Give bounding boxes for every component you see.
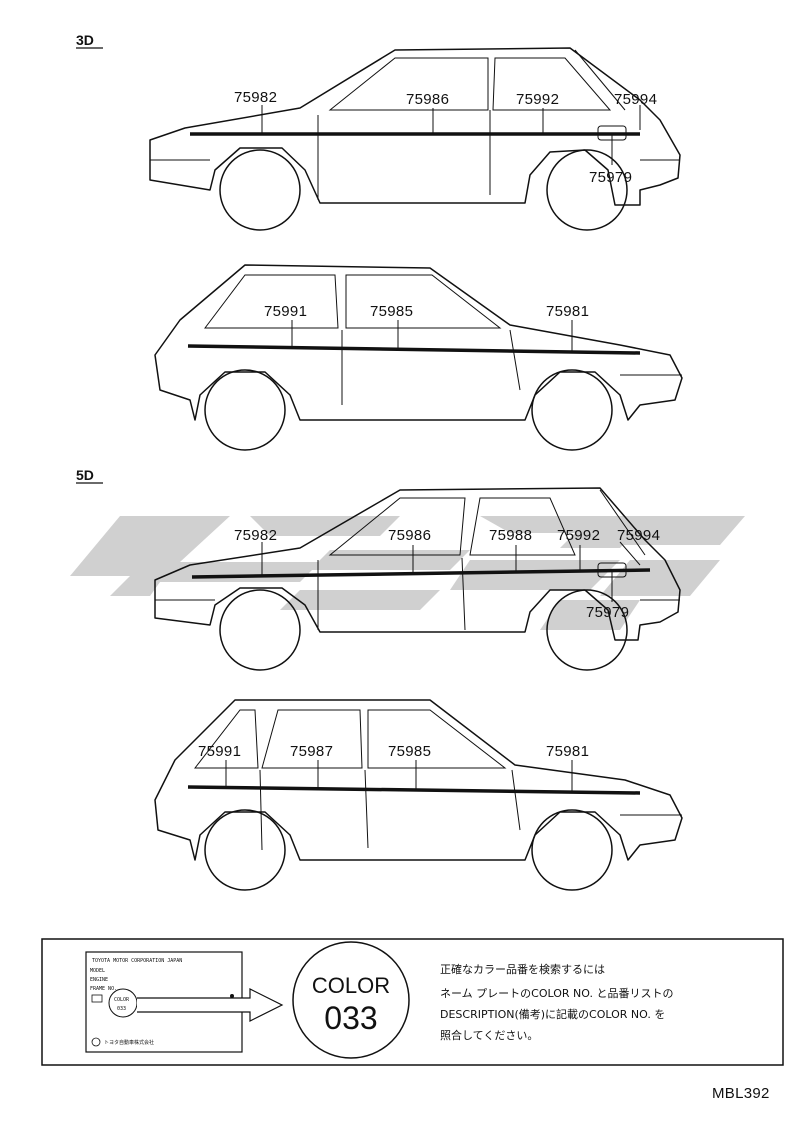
instruction-line-4: 照合してください。: [440, 1028, 538, 1042]
part-3d-left-4: 75979: [589, 169, 632, 186]
plate-row-engine: ENGINE: [90, 977, 108, 983]
part-5d-left-3: 75992: [557, 527, 600, 544]
part-3d-right-1: 75985: [370, 303, 413, 320]
instruction-line-2: ネーム プレートのCOLOR NO. と品番リストの: [440, 987, 673, 1000]
plate-header: TOYOTA MOTOR CORPORATION JAPAN: [92, 958, 182, 964]
part-3d-left-0: 75982: [234, 89, 277, 106]
section-label-3d: 3D: [76, 32, 94, 48]
instruction-line-3: DESCRIPTION(備考)に記載のCOLOR NO. を: [440, 1007, 665, 1021]
plate-row-model: MODEL: [90, 968, 105, 974]
plate-color-code: 033: [117, 1006, 126, 1012]
section-label-5d: 5D: [76, 467, 94, 483]
part-5d-right-1: 75987: [290, 743, 333, 760]
part-5d-right-2: 75985: [388, 743, 431, 760]
color-code-callout: COLOR 033: [292, 941, 410, 1059]
car-5d-left-side: [154, 487, 681, 671]
figure-code: MBL392: [712, 1085, 770, 1102]
part-3d-right-0: 75991: [264, 303, 307, 320]
plate-footer: トヨタ自動車株式会社: [104, 1039, 154, 1046]
big-color-code: 033: [324, 1000, 377, 1036]
car-3d-left-side: [149, 47, 681, 231]
plate-color-label: COLOR: [114, 997, 130, 1003]
part-3d-right-2: 75981: [546, 303, 589, 320]
part-5d-left-1: 75986: [388, 527, 431, 544]
part-3d-left-2: 75992: [516, 91, 559, 108]
leaders-5d-left: [261, 541, 641, 602]
leaders-3d-left: [261, 105, 641, 165]
car-5d-right-side: [154, 699, 683, 891]
leaders-5d-right: [225, 760, 573, 792]
big-color-label: COLOR: [312, 973, 390, 998]
leaders-3d-right: [291, 320, 573, 352]
part-5d-left-2: 75988: [489, 527, 532, 544]
instruction-line-1: 正確なカラー品番を検索するには: [440, 962, 605, 976]
part-3d-left-3: 75994: [614, 91, 657, 108]
part-5d-left-0: 75982: [234, 527, 277, 544]
pointer-arrow: [137, 988, 284, 1022]
part-5d-left-4: 75994: [617, 527, 660, 544]
part-5d-left-5: 75979: [586, 604, 629, 621]
car-3d-right-side: [154, 264, 683, 451]
part-5d-right-3: 75981: [546, 743, 589, 760]
part-5d-right-0: 75991: [198, 743, 241, 760]
plate-row-frame: FRAME NO.: [90, 986, 117, 992]
part-3d-left-1: 75986: [406, 91, 449, 108]
note-box: [41, 938, 784, 1066]
